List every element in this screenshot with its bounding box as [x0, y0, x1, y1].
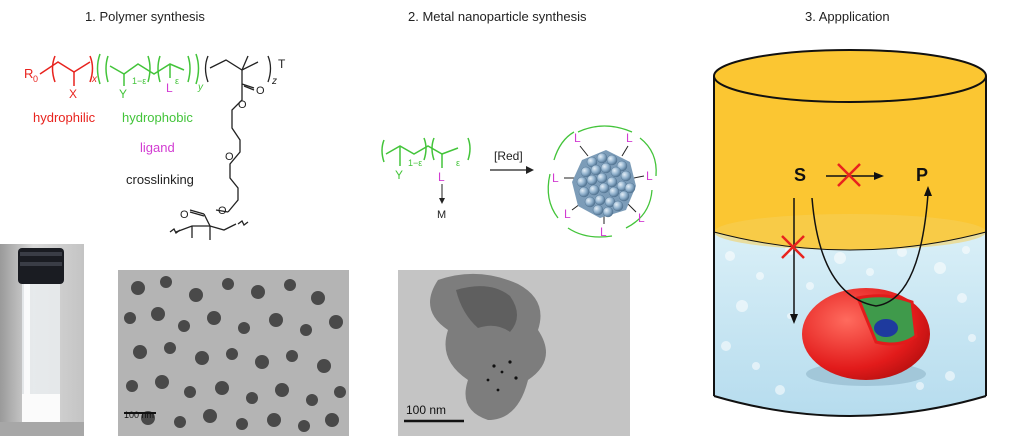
tem-scale-label-nanoparticle: 100 nm — [406, 403, 447, 417]
organic-phase — [714, 76, 986, 250]
polymer-fragment — [381, 137, 471, 168]
x-group: X — [69, 87, 77, 101]
ligand-l-1: L — [574, 131, 581, 145]
terminus-t: T — [278, 57, 286, 71]
nanoparticle-scheme: Y 1−ε ε L M [Red] — [381, 137, 534, 221]
np-y-group: Y — [395, 168, 403, 182]
one-minus-epsilon: 1−ε — [132, 76, 146, 86]
hydrophobic-segment — [96, 53, 200, 86]
reactor-top-rim — [713, 49, 987, 103]
ligand-l-5: L — [600, 225, 607, 239]
vial-image — [0, 248, 84, 436]
np-metal-m: M — [437, 209, 446, 221]
ligand-stabilized-nanoparticle: L L L L L L L — [547, 125, 657, 239]
np-epsilon: ε — [456, 158, 460, 168]
biphasic-reactor: S P — [713, 49, 987, 417]
hydrophilic-label: hydrophilic — [33, 110, 96, 125]
tem-micrograph-nanoparticle: 100 nm — [398, 270, 630, 436]
ligand-arrows — [564, 145, 645, 224]
ligand-l-6: L — [564, 207, 571, 221]
hydrophilic-segment — [39, 55, 94, 86]
ligand-shell — [547, 125, 657, 238]
z-subscript: z — [271, 76, 277, 87]
ligand-letters: L L L L L L L — [552, 131, 653, 239]
panel-2-title: 2. Metal nanoparticle synthesis — [408, 9, 587, 24]
tem-particles — [124, 276, 346, 432]
blocked-direct-reaction — [837, 163, 861, 187]
y-group: Y — [119, 87, 127, 101]
ligand-l: L — [166, 81, 173, 95]
x-subscript: x — [91, 74, 98, 85]
ether-o: O — [225, 151, 234, 163]
substrate-s: S — [794, 165, 806, 185]
carbonyl-o-2: O — [180, 209, 189, 221]
np-one-minus-epsilon: 1−ε — [408, 158, 422, 168]
panel-3-title: 3. Appplication — [805, 9, 890, 24]
ester-o-1: O — [238, 99, 247, 111]
carbonyl-o-1: O — [256, 85, 265, 97]
ligand-l-2: L — [626, 131, 633, 145]
metal-core — [572, 150, 636, 218]
y-subscript: y — [197, 82, 204, 93]
panel-1-title: 1. Polymer synthesis — [85, 9, 205, 24]
ligand-l-3: L — [646, 169, 653, 183]
reducing-agent-label: [Red] — [494, 149, 523, 163]
tem-aggregate — [404, 273, 546, 423]
ligand-label: ligand — [140, 140, 175, 155]
product-p: P — [916, 165, 928, 185]
epsilon-subscript: ε — [175, 76, 179, 86]
polymer-structure: R 0 x X Y 1−ε ε y L z T O — [24, 53, 286, 240]
nanoreactor-core — [874, 319, 898, 337]
ester-o-2: O — [218, 205, 227, 217]
vial-photo — [0, 244, 84, 436]
np-ligand-l: L — [438, 170, 445, 184]
phase-interface — [714, 214, 986, 250]
ligand-l-7: L — [552, 171, 559, 185]
tem-micrograph-polymer: 100 nm — [118, 270, 349, 436]
r0-label: R — [24, 66, 33, 81]
r0-subscript: 0 — [33, 74, 38, 84]
tem-scale-label-polymer: 100 nm — [124, 410, 155, 420]
hydrophobic-label: hydrophobic — [122, 110, 193, 125]
blocked-diffusion — [781, 235, 805, 259]
ligand-l-4: L — [638, 211, 645, 225]
crosslinking-segment — [169, 55, 272, 240]
crosslinking-label: crosslinking — [126, 172, 194, 187]
